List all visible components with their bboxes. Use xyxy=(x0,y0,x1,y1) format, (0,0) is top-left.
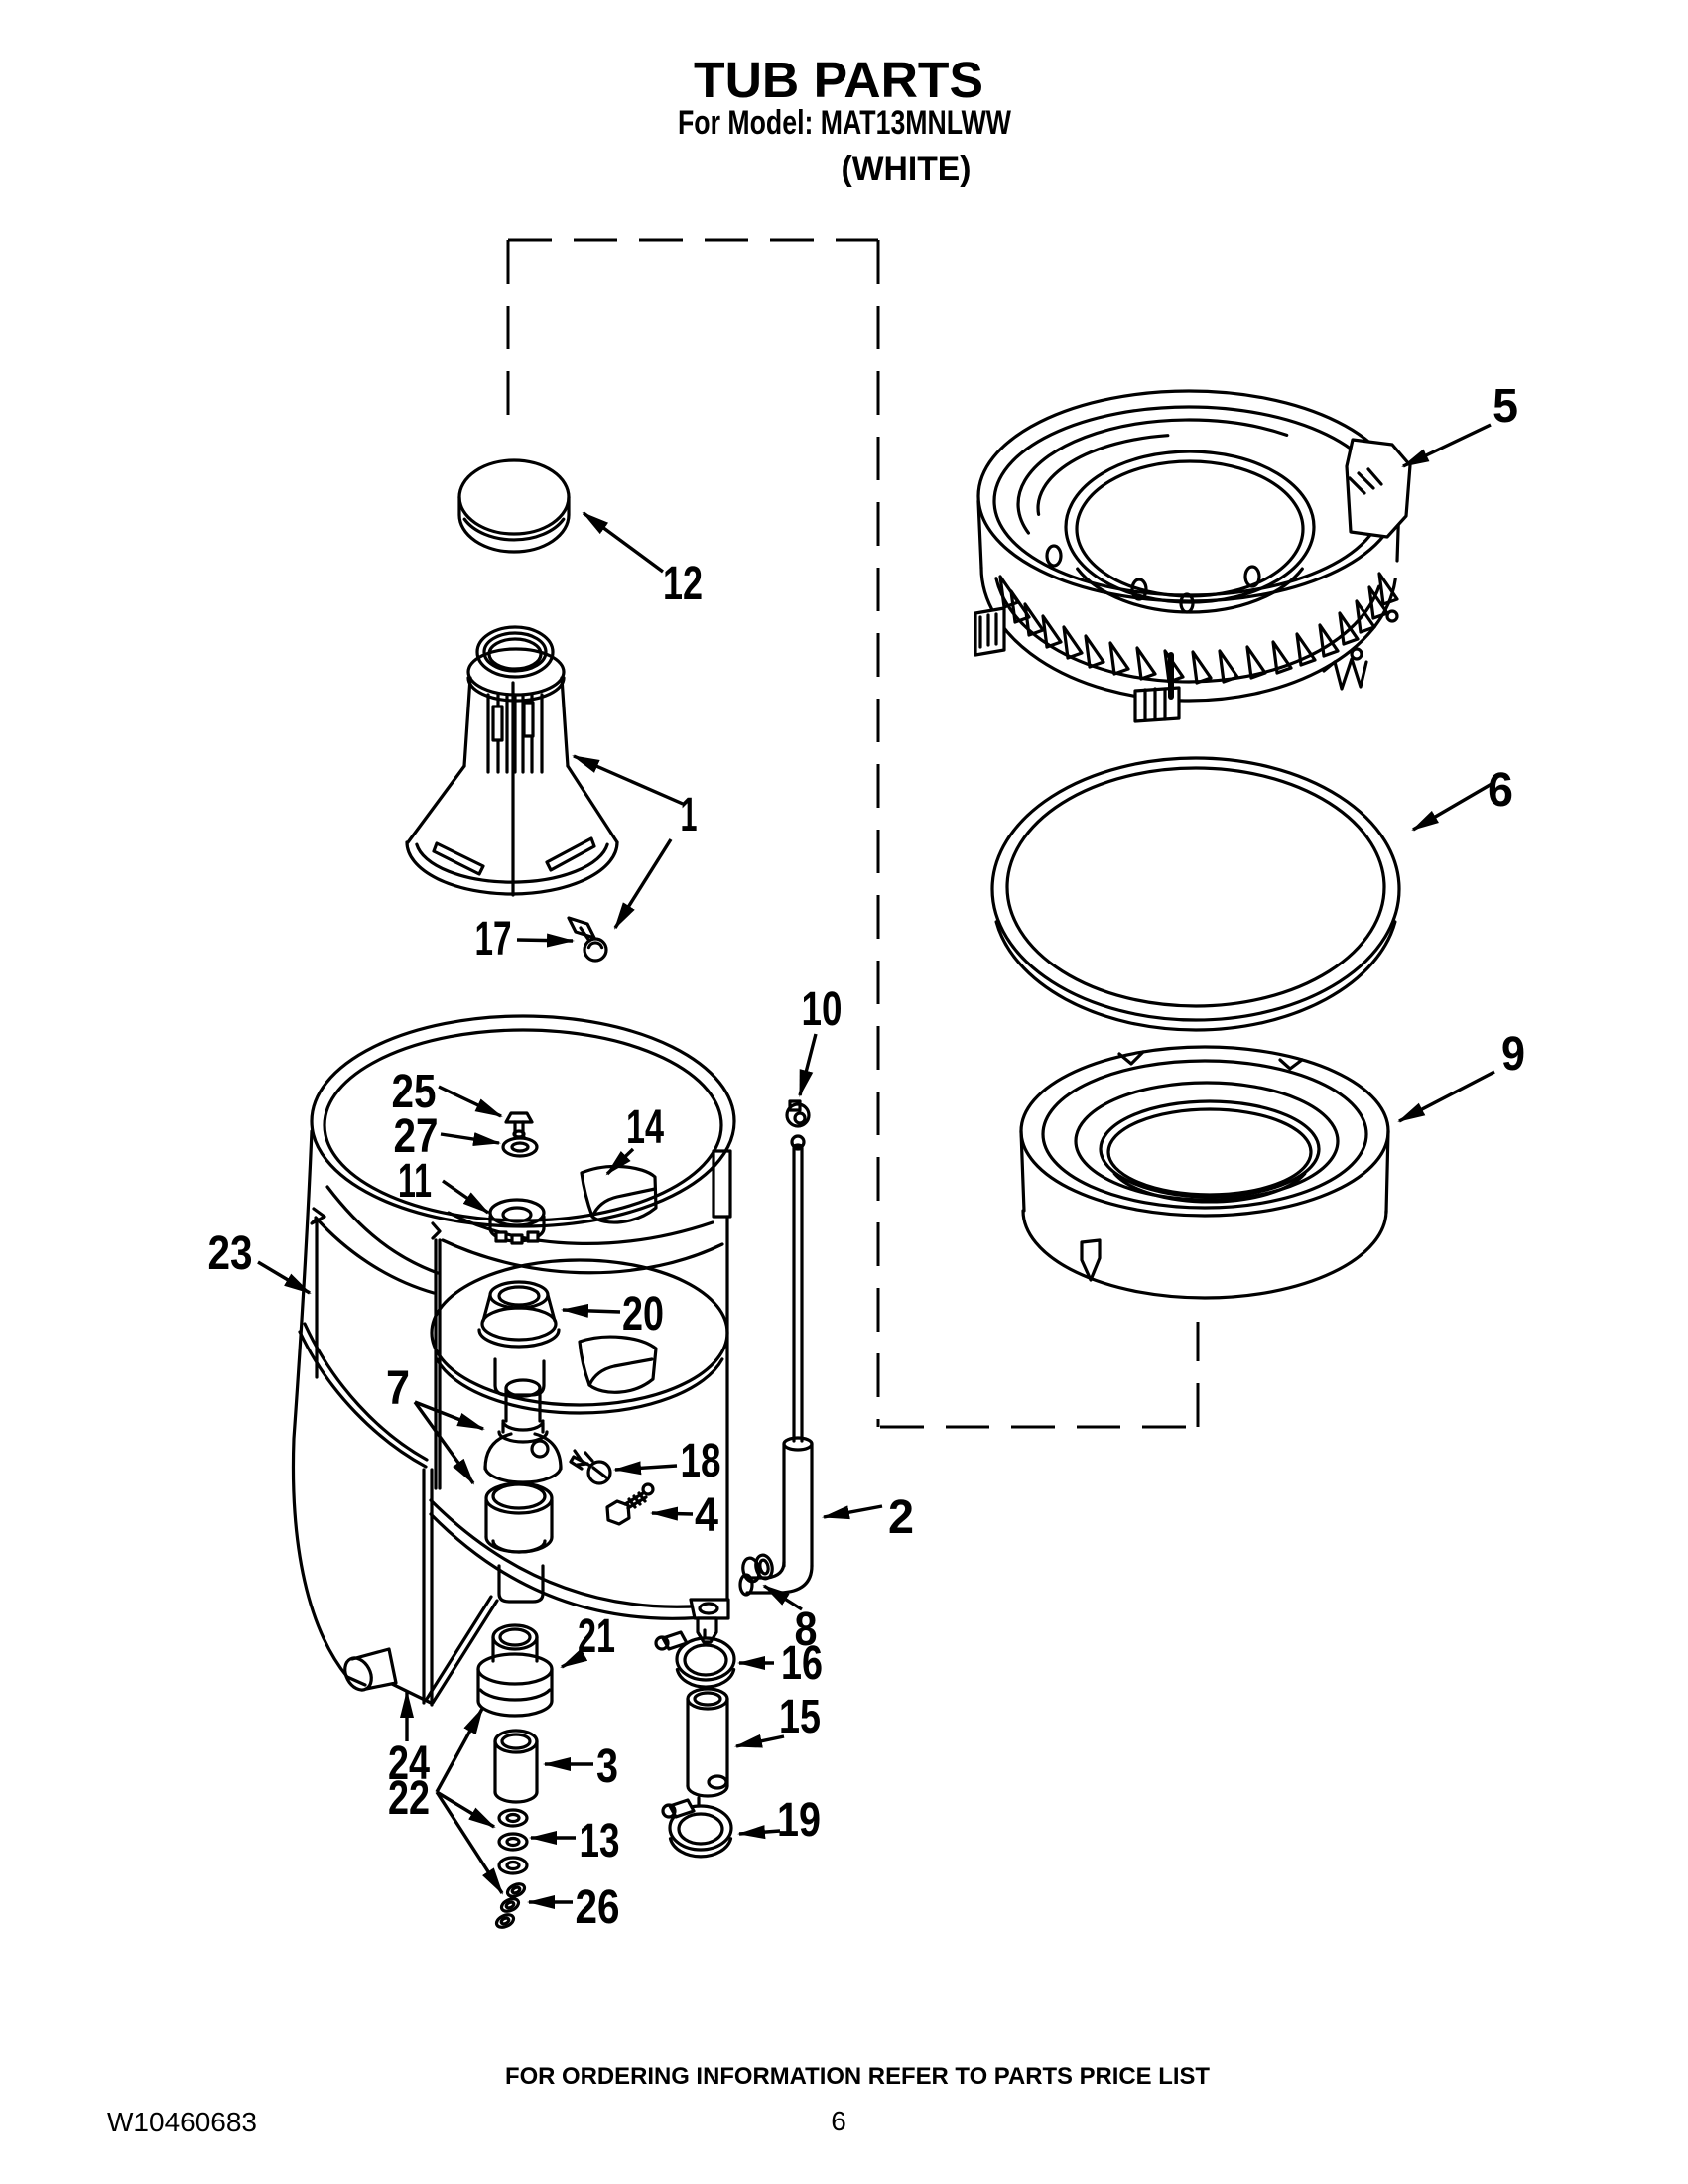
svg-text:(WHITE): (WHITE) xyxy=(842,150,972,188)
svg-text:11: 11 xyxy=(398,1155,432,1208)
svg-text:20: 20 xyxy=(622,1288,664,1341)
svg-text:17: 17 xyxy=(475,913,512,965)
svg-text:5: 5 xyxy=(1493,380,1518,433)
svg-text:8: 8 xyxy=(795,1604,818,1656)
svg-text:1: 1 xyxy=(681,789,698,841)
svg-text:4: 4 xyxy=(695,1489,718,1542)
svg-text:23: 23 xyxy=(208,1227,253,1280)
svg-text:2: 2 xyxy=(888,1491,914,1544)
svg-text:22: 22 xyxy=(388,1772,430,1825)
svg-text:14: 14 xyxy=(626,1101,664,1154)
svg-text:For Model: MAT13MNLWW: For Model: MAT13MNLWW xyxy=(678,104,1012,142)
svg-text:27: 27 xyxy=(394,1110,439,1163)
svg-text:25: 25 xyxy=(392,1066,437,1118)
svg-text:18: 18 xyxy=(681,1435,721,1487)
svg-text:19: 19 xyxy=(777,1794,821,1847)
svg-text:24: 24 xyxy=(388,1737,430,1790)
svg-text:7: 7 xyxy=(386,1362,410,1415)
svg-text:12: 12 xyxy=(663,558,703,610)
svg-text:9: 9 xyxy=(1501,1028,1525,1081)
svg-text:21: 21 xyxy=(578,1610,615,1663)
svg-text:6: 6 xyxy=(831,2106,846,2136)
svg-text:W10460683: W10460683 xyxy=(107,2107,257,2137)
svg-text:3: 3 xyxy=(596,1740,618,1793)
svg-text:26: 26 xyxy=(576,1881,620,1934)
svg-text:16: 16 xyxy=(781,1637,823,1690)
svg-text:10: 10 xyxy=(802,983,843,1036)
svg-text:TUB PARTS: TUB PARTS xyxy=(694,52,983,108)
svg-text:13: 13 xyxy=(580,1815,620,1867)
svg-text:FOR ORDERING INFORMATION REFER: FOR ORDERING INFORMATION REFER TO PARTS … xyxy=(505,2063,1210,2090)
svg-text:15: 15 xyxy=(779,1691,821,1743)
svg-text:6: 6 xyxy=(1488,764,1513,817)
